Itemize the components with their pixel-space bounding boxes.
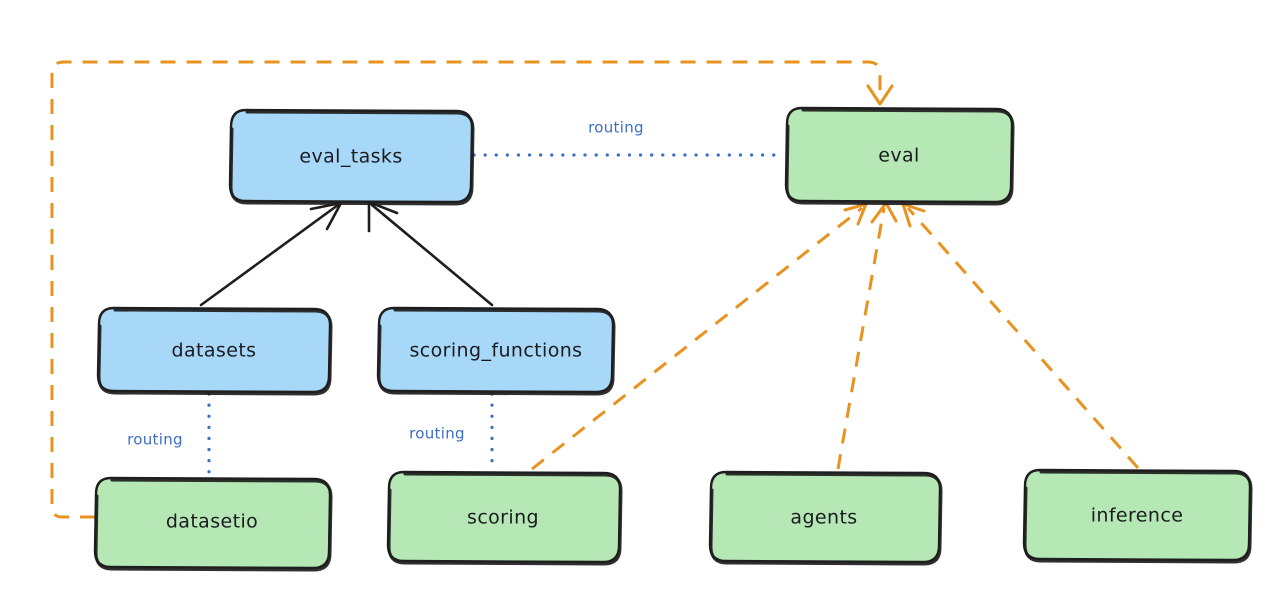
node-agents-label: agents bbox=[790, 507, 857, 529]
node-scoring-functions-fill bbox=[378, 308, 613, 392]
edge-label-routing-datasets: routing bbox=[127, 431, 183, 449]
node-eval-tasks-fill bbox=[230, 110, 472, 202]
node-eval-tasks[interactable]: eval_tasks bbox=[228, 108, 475, 206]
edge-label-routing-eval-tasks: routing bbox=[588, 119, 644, 137]
edge-scoring-functions-to-eval-tasks bbox=[367, 200, 494, 307]
node-agents-fill bbox=[710, 472, 940, 562]
node-eval-label: eval bbox=[878, 145, 919, 167]
node-scoring[interactable]: scoring bbox=[386, 470, 623, 566]
edge-datasets-to-eval-tasks bbox=[199, 201, 343, 307]
node-scoring-functions[interactable]: scoring_functions bbox=[376, 306, 616, 396]
node-eval-fill bbox=[786, 108, 1012, 202]
edge-datasetio-to-eval bbox=[50, 60, 894, 519]
node-datasetio-label: datasetio bbox=[166, 511, 258, 533]
node-datasets-label: datasets bbox=[172, 340, 257, 362]
node-agents[interactable]: agents bbox=[708, 470, 943, 566]
node-datasets-fill bbox=[98, 308, 330, 392]
node-datasetio-fill bbox=[95, 478, 330, 568]
node-scoring-fill bbox=[388, 472, 620, 562]
node-inference[interactable]: inference bbox=[1022, 468, 1253, 564]
node-scoring-label: scoring bbox=[467, 507, 539, 529]
node-scoring-functions-label: scoring_functions bbox=[410, 340, 583, 362]
edge-inference-to-eval bbox=[901, 202, 1140, 469]
node-eval-tasks-label: eval_tasks bbox=[299, 146, 402, 168]
node-datasetio[interactable]: datasetio bbox=[93, 476, 333, 572]
node-inference-fill bbox=[1024, 470, 1250, 560]
edge-label-routing-scoring-functions: routing bbox=[409, 425, 465, 443]
node-inference-label: inference bbox=[1091, 505, 1184, 527]
node-datasets[interactable]: datasets bbox=[96, 306, 333, 396]
node-eval[interactable]: eval bbox=[784, 106, 1015, 206]
edge-agents-to-eval bbox=[836, 201, 898, 470]
